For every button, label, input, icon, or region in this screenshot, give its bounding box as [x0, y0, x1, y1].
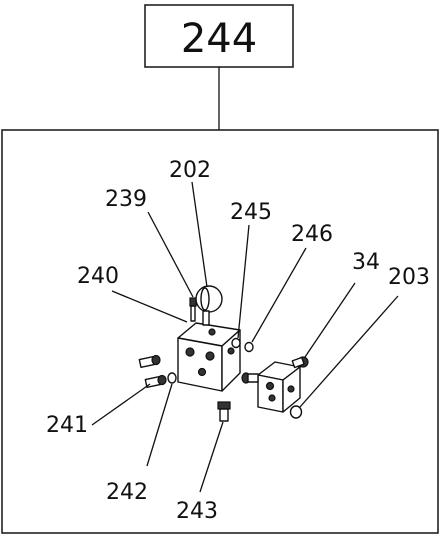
leader-243: [199, 421, 224, 493]
leader-239: [147, 211, 194, 298]
o-ring-245-part: [231, 337, 241, 349]
leader-241: [91, 383, 151, 426]
pressure-gauge-part: [195, 285, 223, 326]
washer-203-part: [289, 405, 303, 419]
callout-246: 246: [291, 222, 333, 247]
leader-240: [111, 290, 188, 323]
screw-239-part: [189, 297, 197, 322]
leader-202: [191, 181, 208, 288]
leader-245: [237, 224, 250, 339]
leader-242: [146, 383, 173, 467]
fitting-34-part: [291, 356, 309, 369]
assembly-number-box: [144, 4, 294, 68]
leader-246: [251, 247, 307, 343]
side-block-part: [257, 361, 301, 413]
o-ring-246-part: [244, 341, 254, 353]
fitting-241-upper-part: [138, 354, 161, 369]
callout-239: 239: [105, 187, 147, 212]
fitting-241-lower-part: [144, 374, 167, 389]
callout-243: 243: [176, 499, 218, 524]
callout-241: 241: [46, 413, 88, 438]
leader-203: [299, 295, 399, 408]
o-ring-242-part: [167, 372, 177, 384]
callout-242: 242: [106, 480, 148, 505]
plug-243-part: [217, 401, 231, 422]
callout-245: 245: [230, 200, 272, 225]
callout-203: 203: [388, 265, 430, 290]
callout-240: 240: [77, 264, 119, 289]
callout-202: 202: [169, 158, 211, 183]
callout-34: 34: [352, 250, 380, 275]
valve-block-part: [177, 322, 241, 392]
leader-34: [304, 282, 356, 358]
fitting-left-of-side-block-part: [241, 372, 259, 384]
assembly-number: 244: [181, 16, 257, 62]
